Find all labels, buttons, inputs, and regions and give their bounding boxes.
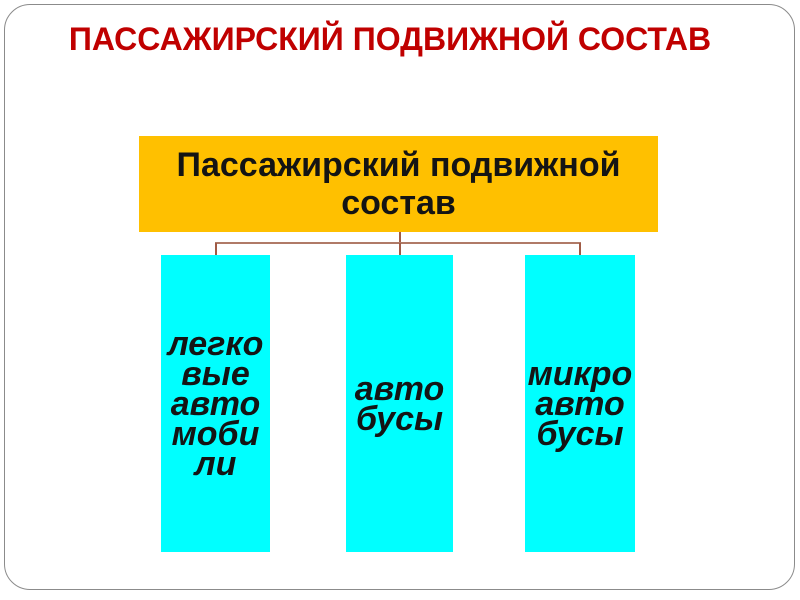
root-node: Пассажирский подвижной состав xyxy=(139,136,658,232)
connector-stem xyxy=(399,232,401,243)
child-node-minibuses: микро авто бусы xyxy=(525,255,635,552)
slide-title: ПАССАЖИРСКИЙ ПОДВИЖНОЙ СОСТАВ xyxy=(68,21,712,57)
child-node-buses-label: авто бусы xyxy=(354,369,445,438)
connector-drop-left xyxy=(215,243,217,255)
connector-drop-middle xyxy=(399,243,401,255)
root-node-label: Пассажирский подвижной состав xyxy=(176,146,621,222)
child-node-buses: авто бусы xyxy=(346,255,453,552)
child-node-minibuses-label: микро авто бусы xyxy=(527,354,633,453)
connector-horizontal-bar xyxy=(215,242,581,244)
connector-drop-right xyxy=(579,243,581,255)
child-node-passenger-cars: легко вые авто моби ли xyxy=(161,255,270,552)
child-node-passenger-cars-label: легко вые авто моби ли xyxy=(167,324,264,483)
